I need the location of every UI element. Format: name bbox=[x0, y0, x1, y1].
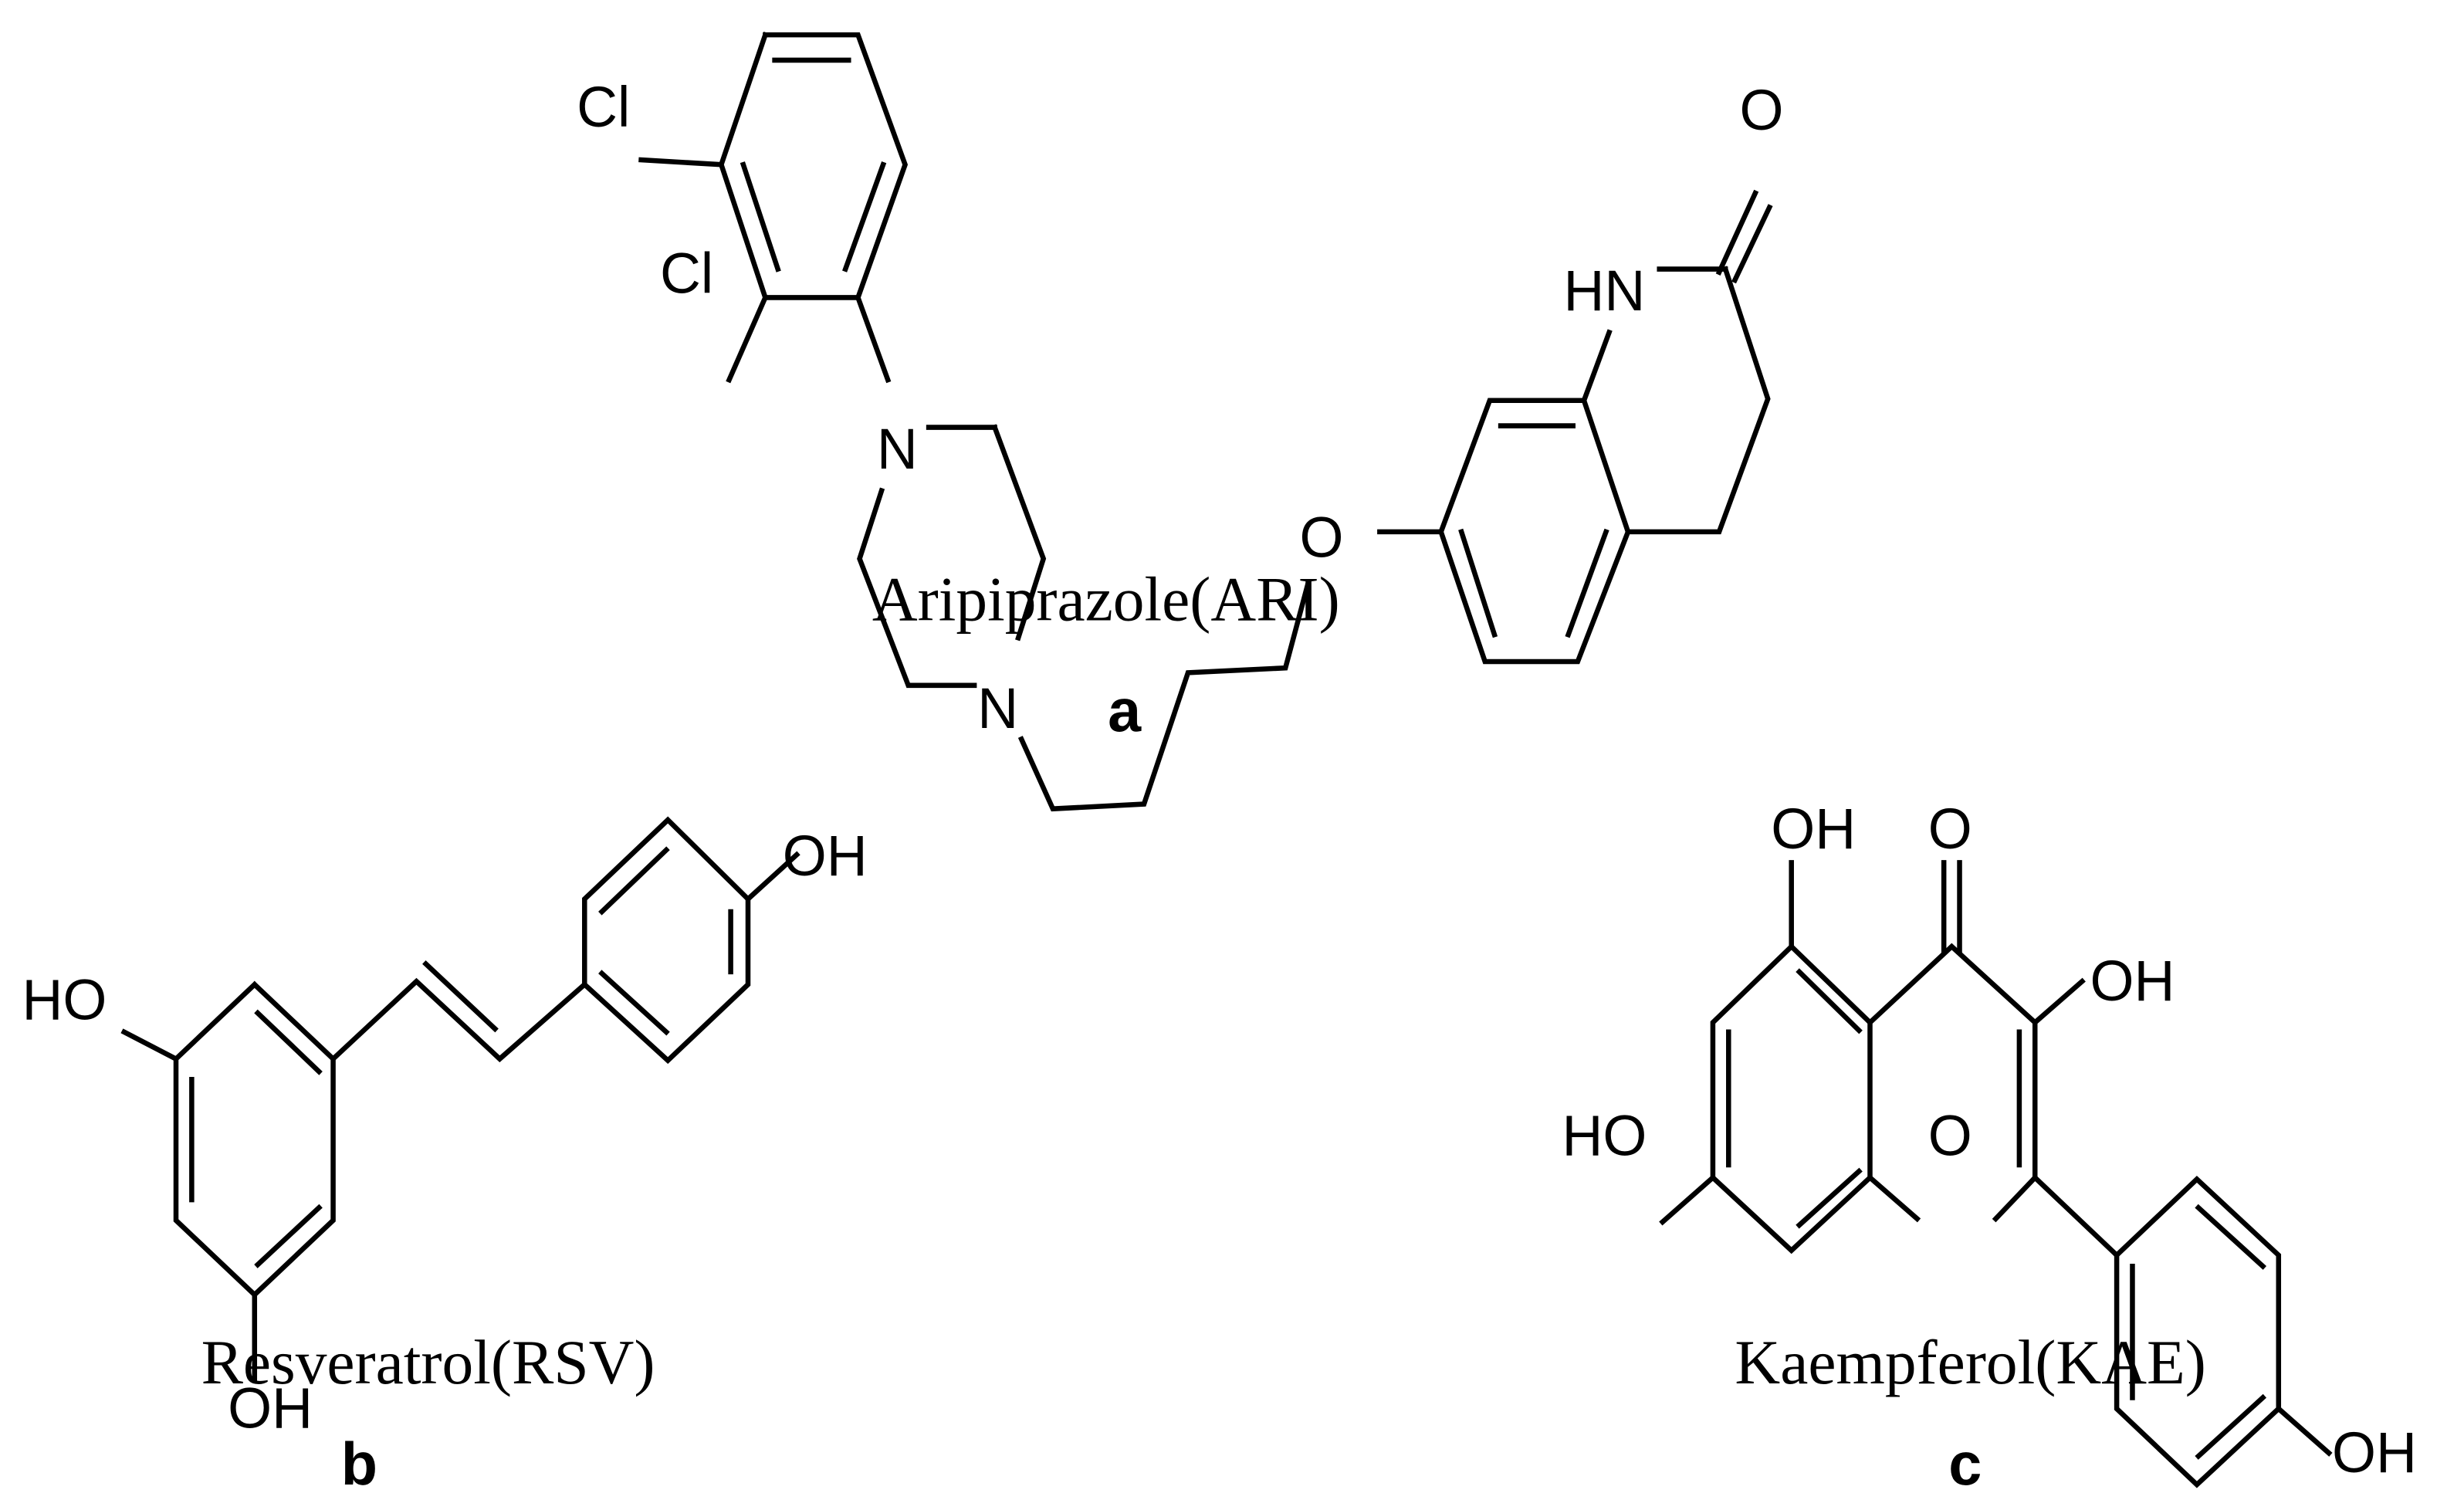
a-ring bbox=[1710, 943, 1873, 1254]
compound-name-kae: Kaempferol(KAE) bbox=[1735, 1327, 2205, 1397]
compound-name-ari: Aripiprazole(ARI) bbox=[872, 564, 1340, 634]
panel-label-a: a bbox=[1108, 678, 1142, 744]
quinolinone-ring bbox=[1437, 189, 1773, 665]
ho-bond-left bbox=[120, 1028, 180, 1063]
aryl-n-bond bbox=[855, 294, 892, 384]
oh-bond-right bbox=[744, 851, 800, 903]
atom-oh-bottom: OH bbox=[228, 1376, 313, 1440]
phenol-ring bbox=[580, 816, 751, 1065]
vinyl-linker bbox=[329, 977, 588, 1063]
panel-label-c: c bbox=[1948, 1431, 1982, 1498]
aripiprazole-structure: Cl Cl N N O HN O Aripiprazole(ARI bbox=[577, 31, 1784, 812]
atom-cl-2: Cl bbox=[660, 241, 713, 305]
atom-o-carbonyl: O bbox=[1740, 78, 1784, 142]
oh-bond-3 bbox=[2031, 977, 2086, 1027]
ho-bond-7 bbox=[1659, 1173, 1717, 1226]
butyl-chain bbox=[1017, 582, 1311, 812]
piperazine-ring bbox=[857, 424, 1047, 689]
atom-oh-3: OH bbox=[2090, 949, 2175, 1013]
atom-o-ring: O bbox=[1928, 1103, 1972, 1167]
vinyl-double-bond bbox=[422, 960, 499, 1033]
dichlorophenyl-ring bbox=[718, 31, 909, 300]
panel-label-b: b bbox=[341, 1431, 377, 1498]
atom-hn: HN bbox=[1564, 259, 1646, 323]
atom-ho-7: HO bbox=[1562, 1103, 1647, 1167]
atom-n-2: N bbox=[977, 676, 1018, 740]
resorcinol-ring bbox=[173, 980, 336, 1298]
atom-o-ether: O bbox=[1300, 505, 1344, 569]
cl-bond-1 bbox=[638, 157, 724, 168]
cl-bond-2 bbox=[726, 294, 769, 384]
resveratrol-structure: HO OH OH Resveratrol(RSV) b bbox=[22, 816, 868, 1498]
atom-ho-left: HO bbox=[22, 967, 107, 1031]
kaempferol-structure: OH O OH HO O OH Kaempferol(KAE) c bbox=[1562, 797, 2417, 1498]
atom-cl-1: Cl bbox=[577, 75, 630, 139]
atom-o-carbonyl-kae: O bbox=[1928, 797, 1972, 861]
oh-bond-4prime bbox=[2275, 1405, 2333, 1457]
compound-name-rsv: Resveratrol(RSV) bbox=[201, 1327, 655, 1397]
atom-n-1: N bbox=[877, 417, 918, 481]
atom-oh-4prime: OH bbox=[2332, 1420, 2417, 1485]
atom-oh-5: OH bbox=[1771, 797, 1856, 861]
atom-oh-right: OH bbox=[783, 824, 868, 888]
